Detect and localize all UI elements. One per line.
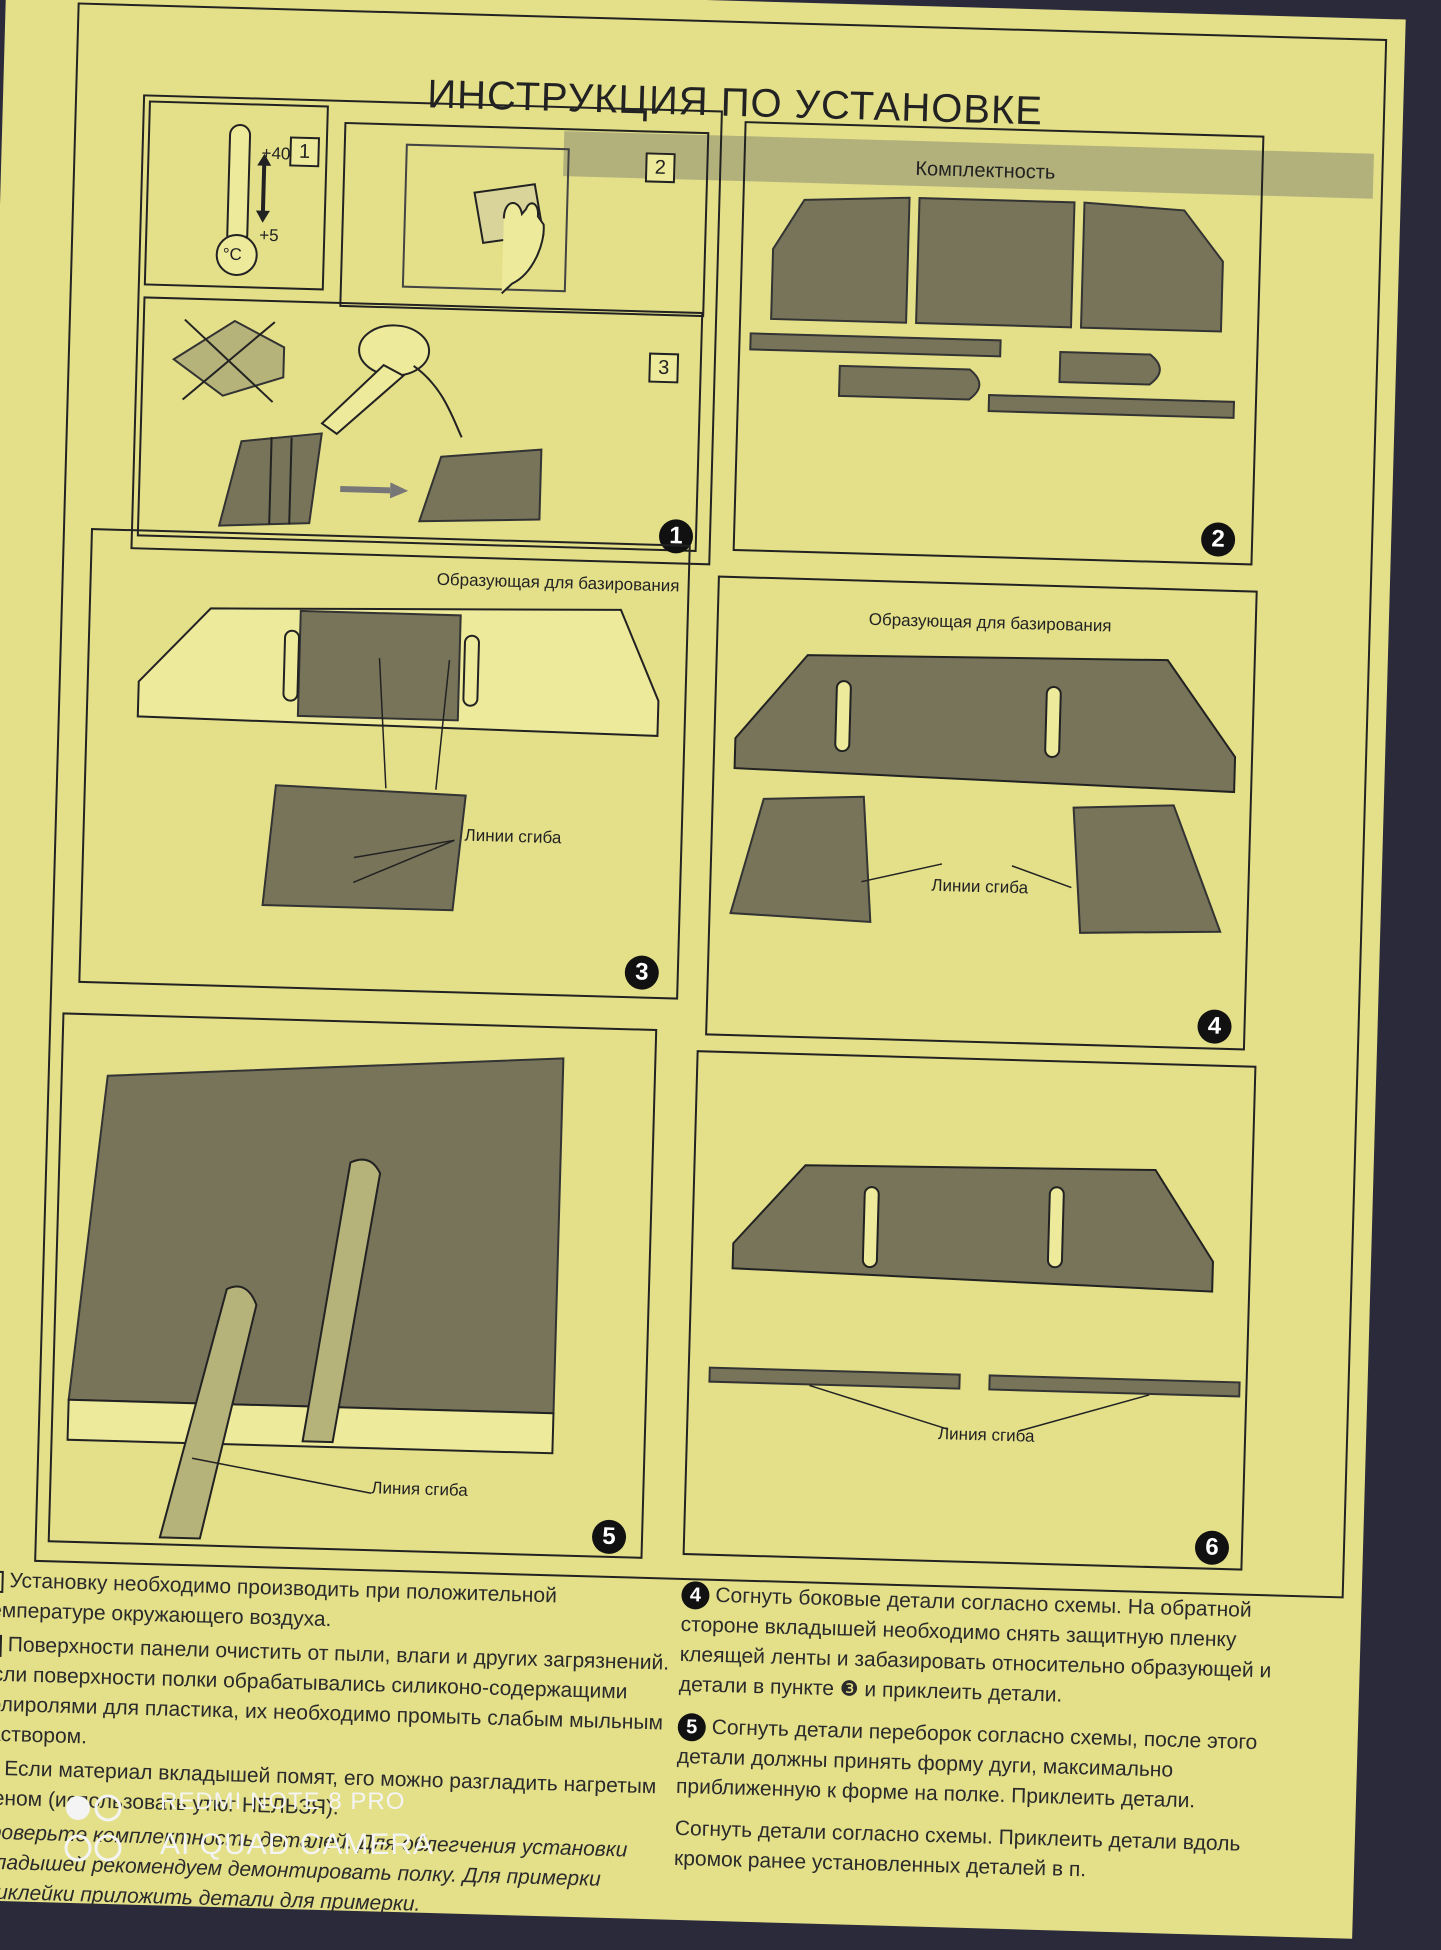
step-2-marker: 2 — [644, 152, 676, 184]
subpanel-heatgun: 3 — [136, 296, 704, 552]
instruction-2: 2Поверхности панели очистить от пыли, вл… — [0, 1629, 670, 1768]
instruction-6: Согнуть детали согласно схемы. Приклеить… — [673, 1816, 1241, 1882]
camera-watermark: REDMI NOTE 8 PRO AI QUAD CAMERA — [160, 1788, 434, 1868]
subpanel-temperature: +40 +5 °C 1 — [143, 100, 329, 291]
kit-label: Комплектность — [915, 157, 1056, 184]
instruction-5-marker: 5 — [677, 1712, 707, 1742]
thermometer-icon — [215, 124, 272, 276]
panel-2: Комплектность 2 — [732, 121, 1265, 566]
temp-unit: °C — [222, 244, 243, 265]
instruction-2-marker: 2 — [0, 1634, 3, 1657]
shelf-diagram-3 — [136, 607, 660, 912]
left-instructions: 1Установку необходимо производить при по… — [0, 1565, 672, 1930]
panel-1: +40 +5 °C 1 2 — [130, 94, 723, 566]
panel-3-number: 3 — [624, 955, 660, 991]
panel-4-bend-label: Линии сгиба — [931, 875, 1029, 898]
panel-6: Линия сгиба 6 — [682, 1050, 1257, 1571]
watermark-line-2: AI QUAD CAMERA — [160, 1828, 435, 1861]
heat-gun-icon — [171, 318, 543, 527]
step-1-marker: 1 — [289, 136, 321, 168]
kit-parts-illustration — [749, 196, 1236, 419]
camera-watermark-icon — [64, 1794, 122, 1862]
panel-6-bend-label: Линия сгиба — [937, 1424, 1035, 1446]
panel-4-number: 4 — [1197, 1009, 1233, 1045]
hand-cloth-icon — [473, 183, 545, 295]
instruction-sheet: ИНСТРУКЦИЯ ПО УСТАНОВКЕ +40 +5 °C 1 2 — [0, 0, 1406, 1939]
shelf-diagram-4 — [729, 654, 1237, 934]
panel-3: Образующая для базирования Линии сгиба 3 — [78, 528, 691, 1000]
panel-2-number: 2 — [1200, 522, 1236, 557]
shelf-diagram-6 — [708, 1164, 1241, 1432]
instruction-4-marker: 4 — [681, 1580, 710, 1610]
step-3-marker: 3 — [648, 352, 680, 384]
panel-3-bend-label: Линии сгиба — [464, 825, 562, 848]
panel-4: Образующая для базирования Линии сгиба 4 — [705, 575, 1258, 1051]
watermark-line-1: REDMI NOTE 8 PRO — [160, 1788, 406, 1815]
instruction-1-marker: 1 — [0, 1570, 4, 1593]
panel-5-bend-label: Линия сгиба — [371, 1478, 469, 1500]
panel-6-number: 6 — [1194, 1530, 1230, 1566]
temp-low: +5 — [258, 225, 279, 246]
subpanel-cleaning: 2 — [339, 121, 710, 318]
temp-high: +40 — [261, 143, 291, 164]
partition-diagram-5 — [66, 1057, 565, 1540]
panel-5: Линия сгиба 5 — [47, 1012, 658, 1559]
